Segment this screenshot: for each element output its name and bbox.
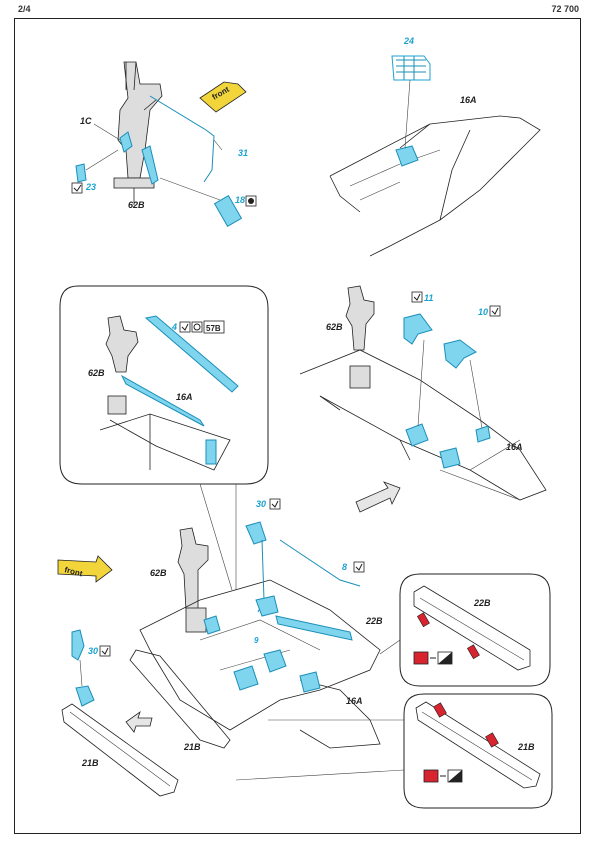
step-seat-assembly	[75, 61, 243, 227]
red-paint-patch-3	[433, 702, 447, 718]
glue-tick-mark	[73, 184, 82, 192]
glue-tick-mark-4	[181, 323, 189, 331]
glue-tick-mark-30	[271, 500, 279, 508]
etch-30-side: 30	[88, 646, 98, 656]
label-62B-bubble: 62B	[88, 368, 105, 378]
front-arrow-bottom: front	[57, 555, 113, 583]
etch-8: 8	[342, 562, 347, 572]
glue-tick-icon-30-side	[99, 645, 111, 657]
black-half-2	[448, 770, 462, 782]
label-57B: 57B	[206, 324, 221, 333]
etch-9: 9	[254, 636, 259, 645]
glue-tick-icon-4	[179, 321, 191, 333]
paint-dot	[248, 198, 254, 204]
detail-bubble	[59, 285, 269, 591]
label-16A-bottom: 16A	[346, 696, 363, 706]
grey-arrow-bottom	[125, 710, 153, 733]
red-paint-patch-4	[485, 732, 499, 748]
glue-tick-icon	[71, 182, 83, 194]
label-16A-right: 16A	[506, 442, 523, 452]
step-main-bottom	[129, 521, 381, 749]
red-swatch-icon	[413, 651, 429, 665]
glue-tick-mark-11	[413, 293, 421, 301]
etch-11: 11	[424, 293, 433, 303]
label-21B-bubble: 21B	[517, 742, 535, 752]
bubble-22B	[379, 573, 551, 687]
red-swatch-icon-2	[423, 769, 439, 783]
label-62B-top: 62B	[128, 200, 145, 210]
etch-31: 31	[238, 148, 248, 158]
grey-arrow-middle	[355, 481, 401, 513]
part-21B-rail	[61, 703, 179, 797]
part-21B-rail-edge	[69, 711, 171, 787]
front-arrow-top: front	[199, 81, 247, 113]
step-canopy-frame	[329, 55, 541, 257]
part-57B-box	[203, 320, 225, 334]
step-cockpit-right	[299, 285, 547, 501]
label-62B-right: 62B	[326, 322, 343, 332]
page-number: 2/4	[18, 4, 31, 14]
bend-icon	[191, 321, 203, 333]
kit-number: 72 700	[551, 4, 579, 14]
etch-4: 4	[171, 322, 177, 332]
part-30-side	[71, 629, 95, 707]
bend-mark	[193, 323, 201, 331]
front-label-bottom: front	[64, 565, 84, 578]
etch-10: 10	[478, 307, 488, 317]
glue-tick-mark-10	[491, 307, 499, 315]
red-paint-patch-1	[416, 612, 430, 628]
label-16A-top: 16A	[460, 95, 477, 105]
glue-tick-mark-8	[355, 563, 363, 571]
label-21B-left: 21B	[81, 758, 99, 768]
bubble-21B	[235, 693, 553, 809]
black-half	[438, 652, 452, 664]
page-frame	[14, 18, 581, 834]
label-62B-bottom: 62B	[150, 568, 167, 578]
label-22B-main: 22B	[365, 616, 383, 626]
etch-24: 24	[403, 36, 414, 46]
red-paint-patch-2	[466, 644, 480, 660]
glue-tick-icon-30	[269, 498, 281, 510]
etch-18: 18	[235, 195, 245, 205]
glue-tick-mark-30-side	[101, 647, 109, 655]
glue-tick-icon-10	[489, 305, 501, 317]
glue-tick-icon-11	[411, 291, 423, 303]
glue-tick-icon-8	[353, 561, 365, 573]
label-1C: 1C	[80, 116, 92, 126]
etch-23: 23	[85, 182, 96, 192]
label-21B-main: 21B	[183, 742, 201, 752]
label-16A-bubble: 16A	[176, 392, 193, 402]
etch-30-top: 30	[256, 499, 266, 509]
label-22B-bubble: 22B	[473, 598, 491, 608]
